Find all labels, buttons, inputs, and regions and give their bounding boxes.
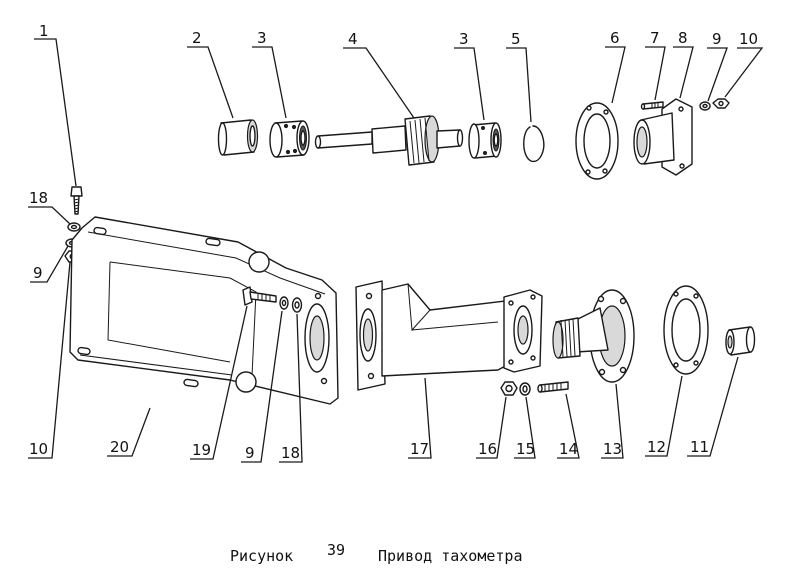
callout-20: 20 <box>110 438 129 456</box>
callout-11: 11 <box>690 438 709 456</box>
part-8-flanged-bushing <box>633 98 693 176</box>
part-6-gasket <box>575 102 619 180</box>
part-14-stud <box>537 381 569 393</box>
part-9-washer-top <box>699 101 711 111</box>
part-5-retaining-ring <box>523 125 545 163</box>
part-9-washer-mid <box>279 296 289 310</box>
callout-17: 17 <box>410 440 429 458</box>
callout-8: 8 <box>678 29 688 47</box>
callout-6: 6 <box>610 29 620 47</box>
callout-19: 19 <box>192 441 211 459</box>
callout-10-top: 10 <box>739 30 758 48</box>
part-1-bolt <box>70 186 83 215</box>
caption-title: Привод тахометра <box>378 547 523 565</box>
callout-3-right: 3 <box>459 30 469 48</box>
part-19-bolt <box>242 286 277 306</box>
part-12-gasket <box>663 285 709 375</box>
part-18-washer-left <box>67 222 81 232</box>
callout-13: 13 <box>603 440 622 458</box>
figure-caption: Рисунок 39 Привод тахометра <box>230 541 523 565</box>
part-10-nut-top <box>712 98 730 109</box>
callout-9-left: 9 <box>33 264 43 282</box>
caption-number: 39 <box>327 541 345 559</box>
caption-word: Рисунок <box>230 547 293 565</box>
callout-1: 1 <box>39 22 49 40</box>
callout-12: 12 <box>647 438 666 456</box>
part-13-threaded-fitting <box>552 289 635 383</box>
callout-2: 2 <box>192 29 202 47</box>
part-7-stud <box>640 101 664 110</box>
callout-18-left: 18 <box>29 189 48 207</box>
leader-lines <box>28 38 764 463</box>
part-3-bearing-left <box>269 120 310 158</box>
part-20-bracket <box>69 216 339 405</box>
part-11-bushing <box>725 326 756 356</box>
part-16-nut <box>500 381 518 396</box>
callout-4: 4 <box>348 30 358 48</box>
callout-3-left: 3 <box>257 29 267 47</box>
part-3-bearing-right <box>468 122 502 159</box>
callout-18-mid: 18 <box>281 444 300 462</box>
callout-15: 15 <box>516 440 535 458</box>
callout-16: 16 <box>478 440 497 458</box>
callout-14: 14 <box>559 440 578 458</box>
callout-labels: 1 2 3 4 3 5 6 7 8 9 10 18 9 10 20 19 9 1… <box>29 22 758 462</box>
callout-10-left: 10 <box>29 440 48 458</box>
callout-5: 5 <box>511 30 521 48</box>
part-2-sleeve <box>217 119 259 156</box>
callout-9-top: 9 <box>712 30 722 48</box>
part-4-worm-shaft <box>314 115 464 166</box>
part-15-washer <box>519 382 531 396</box>
part-18-washer-mid <box>291 297 303 313</box>
callout-9-mid: 9 <box>245 444 255 462</box>
part-17-drive-housing <box>355 280 543 391</box>
callout-7: 7 <box>650 29 660 47</box>
